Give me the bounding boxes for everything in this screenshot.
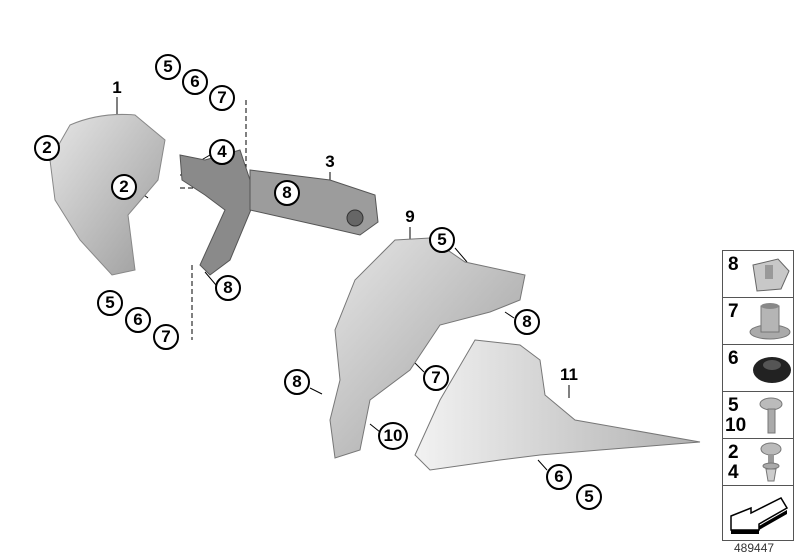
callout-9: 9 (405, 207, 415, 226)
legend-item-6: 6 (723, 345, 793, 392)
callout-2: 2 (34, 135, 60, 161)
legend-label: 7 (728, 301, 739, 322)
callout-3: 3 (325, 152, 335, 171)
callout-7: 7 (423, 365, 449, 391)
callout-4: 4 (209, 139, 235, 165)
legend-label: 8 (728, 254, 739, 275)
callout-8: 8 (215, 275, 241, 301)
callout-7: 7 (153, 324, 179, 350)
diagram-number: 489447 (734, 541, 775, 555)
callout-7: 7 (209, 85, 235, 111)
callout-5: 5 (576, 484, 602, 510)
fastener-legend: 8 7 6 5 10 2 4 (722, 250, 794, 541)
callout-10: 10 (378, 422, 408, 450)
legend-label: 5 (728, 395, 739, 416)
part-1-cover (49, 113, 166, 276)
part-4-bracket (179, 149, 256, 276)
grommet-icon (753, 357, 791, 383)
callout-2: 2 (111, 174, 137, 200)
legend-item-2-4: 2 4 (723, 439, 793, 486)
legend-item-arrow (723, 486, 793, 540)
legend-label: 2 (728, 442, 739, 463)
callout-5: 5 (97, 290, 123, 316)
legend-label: 10 (725, 415, 747, 436)
callout-8: 8 (514, 309, 540, 335)
legend-item-8: 8 (723, 251, 793, 298)
legend-item-7: 7 (723, 298, 793, 345)
legend-label: 4 (728, 462, 739, 483)
screw-icon (759, 397, 783, 434)
callout-5: 5 (155, 54, 181, 80)
callout-6: 6 (125, 307, 151, 333)
expanding-rivet-icon (760, 442, 782, 482)
legend-item-5-10: 5 10 (723, 392, 793, 439)
callout-6: 6 (546, 464, 572, 490)
callout-8: 8 (284, 369, 310, 395)
clip-nut-icon (752, 258, 790, 292)
callout-11: 11 (560, 365, 578, 384)
legend-label: 6 (728, 348, 739, 369)
callout-6: 6 (182, 69, 208, 95)
callout-1: 1 (112, 78, 122, 97)
bushing-icon (749, 303, 791, 340)
callout-5: 5 (429, 227, 455, 253)
callout-8: 8 (274, 180, 300, 206)
arrow-icon (730, 497, 789, 534)
part-11-panel (414, 339, 701, 471)
part-9-panel (329, 237, 526, 459)
